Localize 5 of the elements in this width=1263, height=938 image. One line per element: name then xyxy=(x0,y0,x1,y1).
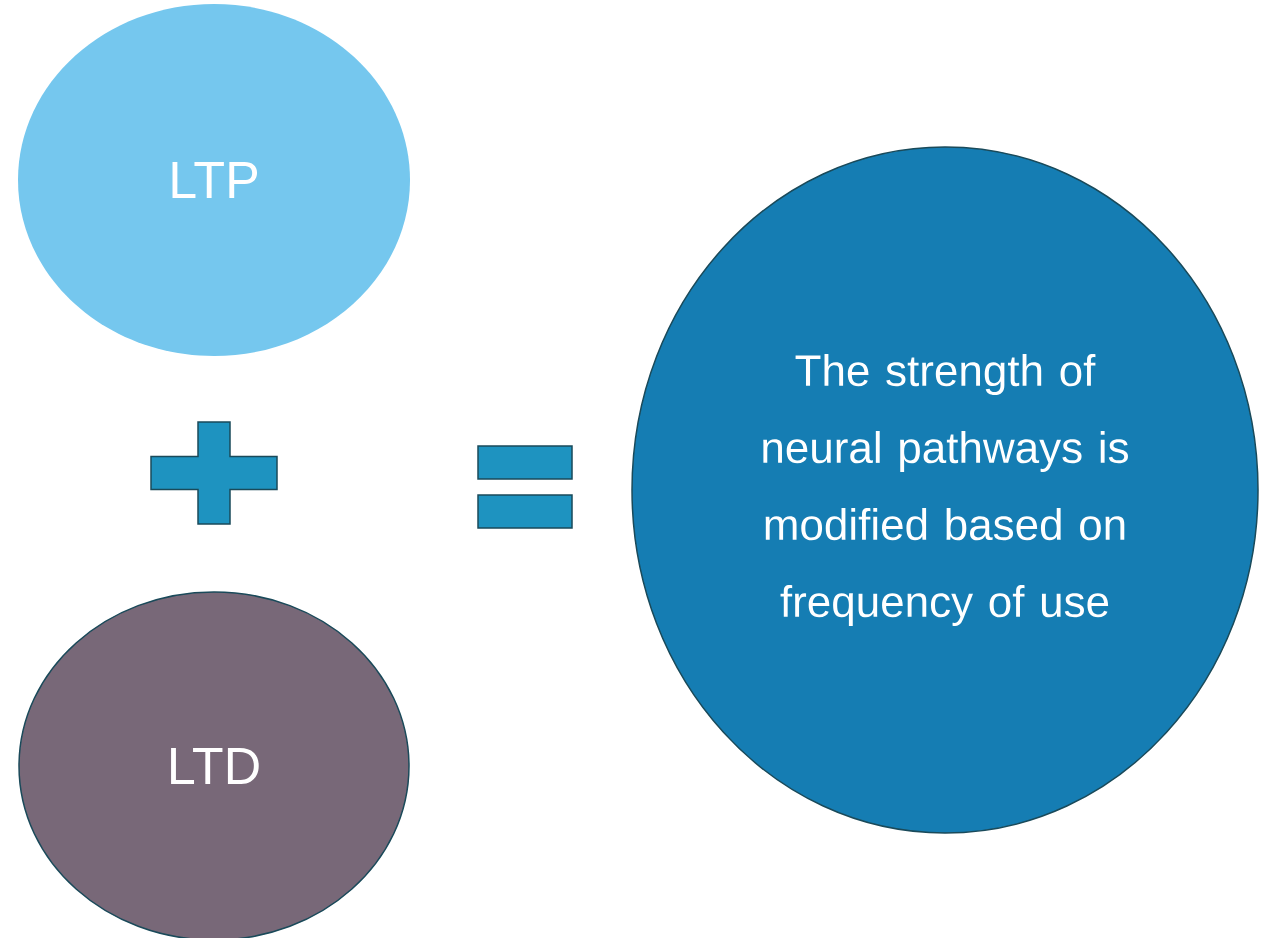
circle-node: The strength of neural pathways is modified based on frequency of use xyxy=(631,146,1259,834)
plus-sign xyxy=(150,421,278,525)
equals-sign xyxy=(477,445,573,529)
ellipse-node: LTP xyxy=(18,4,410,356)
ellipse-node: LTD xyxy=(18,591,410,938)
